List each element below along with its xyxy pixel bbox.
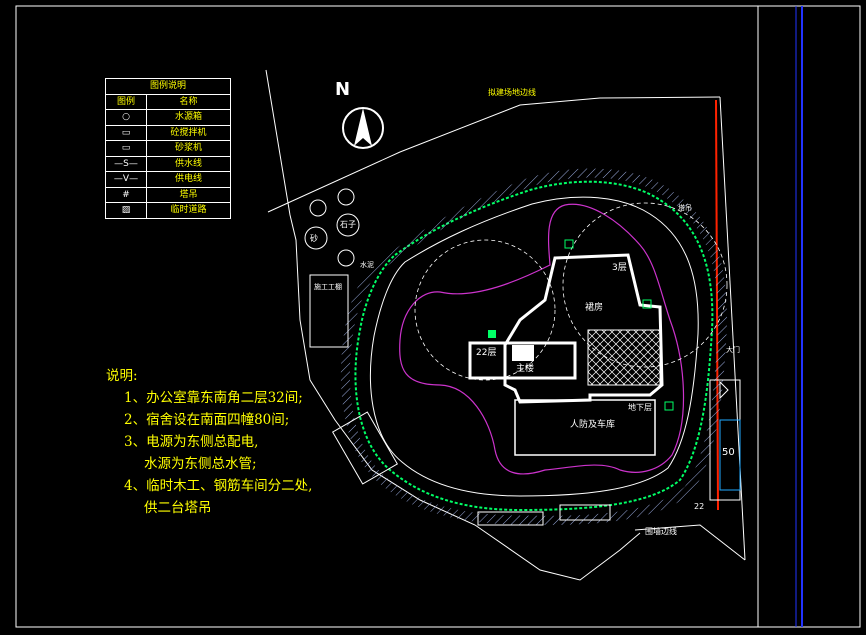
shed-southwest [331, 411, 399, 485]
gate-triangle-icon [719, 380, 729, 400]
site-boundary [265, 69, 641, 581]
green-marker [488, 330, 496, 338]
material-pile [337, 188, 355, 206]
green-marker [664, 401, 674, 411]
legend-symbol: —S— [105, 155, 147, 172]
label-50: 50 [722, 447, 735, 458]
legend-header-name: 名称 [146, 93, 231, 110]
label-boundary-top: 拟建场地边线 [488, 88, 536, 97]
label-site-office: 施工工棚 [314, 283, 342, 291]
legend-title: 图例说明 [105, 78, 231, 95]
shed-east-2 [719, 419, 741, 491]
legend-name: 塔吊 [146, 186, 231, 203]
legend-name: 供水线 [146, 155, 231, 172]
legend-symbol: ▨ [105, 202, 147, 219]
label-stone: 石子 [340, 220, 356, 229]
label-gate: 大门 [726, 346, 740, 354]
tower-crane-radius-1 [414, 239, 556, 381]
power-line [715, 99, 719, 511]
label-sand: 砂 [310, 234, 318, 243]
core-mesh [587, 329, 661, 386]
temporary-road-hatch [340, 168, 727, 525]
boundary-top [267, 96, 721, 213]
north-label: N [335, 79, 351, 100]
note-item: 2、宿舍设在南面四幢80间; [124, 412, 290, 428]
legend-symbol: ○ [105, 109, 147, 126]
excavation-line [399, 203, 685, 475]
boundary-bottom [634, 524, 746, 561]
drawing-frame [15, 5, 861, 628]
legend-name: 砼搅拌机 [146, 124, 231, 141]
note-item: 1、办公室靠东南角二层32间; [124, 390, 303, 406]
notes-block: 说明: 1、办公室靠东南角二层32间; 2、宿舍设在南面四幢80间; 3、电源为… [106, 365, 312, 519]
material-pile [309, 199, 327, 217]
label-3f: 3层 [612, 263, 627, 273]
legend-symbol: ▭ [105, 140, 147, 157]
note-item: 水源为东侧总水管; [144, 456, 257, 472]
temporary-road-inner [370, 196, 699, 497]
building-main-tower [468, 341, 577, 380]
label-main-tower: 主楼 [516, 364, 535, 374]
legend-symbol: —V— [105, 171, 147, 188]
small-core [512, 345, 534, 361]
legend-name: 砂浆机 [146, 140, 231, 157]
note-item: 3、电源为东侧总配电, [124, 434, 259, 450]
shed-south-2 [477, 511, 544, 526]
label-cement: 水泥 [360, 261, 374, 269]
label-basement: 地下层 [628, 403, 652, 412]
shed-south [559, 504, 611, 521]
stone-pile [336, 213, 360, 237]
label-bottom-edge: 围墙边线 [645, 527, 677, 536]
garage-block [514, 399, 656, 456]
sand-pile [304, 226, 328, 250]
legend-symbol: # [105, 186, 147, 203]
north-arrow-icon [354, 108, 372, 146]
label-22: 22 [694, 502, 705, 511]
legend-name: 水源箱 [146, 109, 231, 126]
legend-name: 临时道路 [146, 202, 231, 219]
legend-header-symbol: 图例 [105, 93, 147, 110]
green-marker [642, 299, 652, 309]
note-item: 4、临时木工、钢筋车间分二处, [124, 478, 313, 494]
legend-table: 图例说明 图例 名称 ○水源箱 ▭砼搅拌机 ▭砂浆机 —S—供水线 —V—供电线… [105, 78, 231, 219]
label-22f: 22层 [476, 348, 497, 358]
notes-title: 说明: [106, 368, 138, 384]
legend-symbol: ▭ [105, 124, 147, 141]
green-marker [564, 239, 574, 249]
label-basement-garage: 人防及车库 [570, 420, 616, 430]
shed-west [309, 274, 349, 348]
label-tower-crane: 塔吊 [678, 204, 692, 212]
temporary-road-outer [354, 180, 714, 512]
label-podium: 裙房 [585, 303, 604, 313]
boundary-east [719, 96, 746, 561]
note-item: 供二台塔吊 [144, 500, 212, 516]
material-pile [337, 249, 355, 267]
legend-name: 供电线 [146, 171, 231, 188]
